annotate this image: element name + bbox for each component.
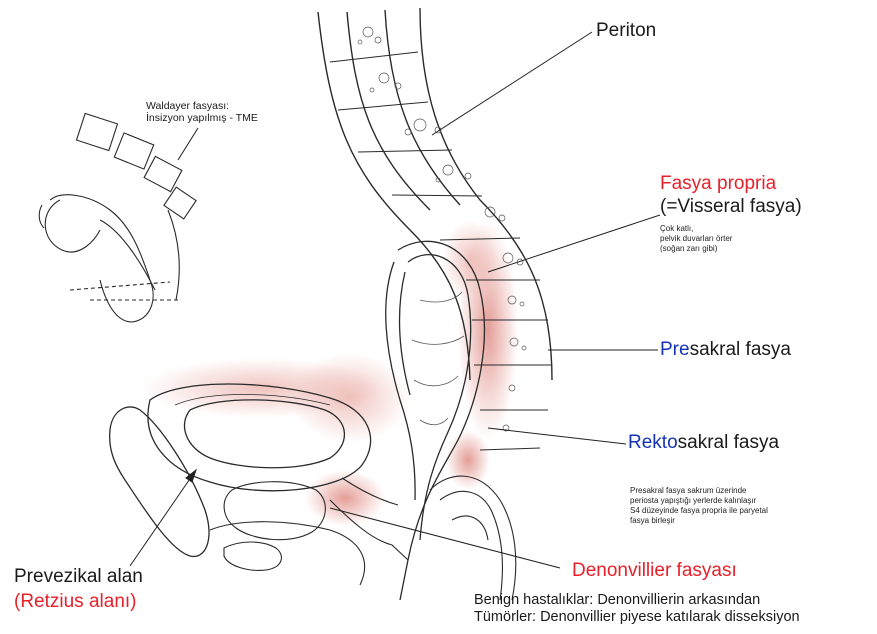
presakral-note: Presakral fasya sakrum üzerinde periosta…: [630, 486, 768, 526]
rekto-label-rest: sakral fasya: [678, 432, 779, 453]
fasya-propria-block: Fasya propria (=Visseral fasya) Çok katl…: [660, 173, 802, 254]
presakral-label-blue: Pre: [660, 339, 690, 360]
periton-label: Periton: [596, 20, 656, 42]
fasya-propria-subtitle: (=Visseral fasya): [660, 196, 802, 218]
inset-pelvis-sketch: [39, 113, 196, 322]
prevezikal-label: Prevezikal alan: [14, 566, 143, 588]
denonvillier-notes: Benign hastalıklar: Denonvillierin arkas…: [474, 592, 800, 626]
fasya-propria-note-line: pelvik duvarları örter: [660, 234, 802, 244]
fasya-propria-note-line: Çok katlı,: [660, 224, 802, 234]
rekto-label-blue: Rekto: [628, 432, 678, 453]
presakral-fasya-label: Presakral fasya: [660, 339, 791, 361]
pubic-bone: [110, 407, 209, 557]
retzius-label: (Retzius alanı): [14, 591, 143, 613]
waldayer-note: Waldayer fasyası: İnsizyon yapılmış - TM…: [146, 100, 258, 124]
fascia-shading: [142, 220, 518, 526]
waldayer-note-line2: İnsizyon yapılmış - TME: [146, 112, 258, 124]
denonvillier-note-line2: Tümörler: Denonvillier piyese katılarak …: [474, 609, 800, 626]
fasya-propria-note-line: (soğan zarı gibi): [660, 244, 802, 254]
presakral-note-line: fasya birleşir: [630, 516, 768, 526]
prevezikal-block: Prevezikal alan (Retzius alanı): [14, 566, 143, 613]
presakral-note-line: Presakral fasya sakrum üzerinde: [630, 486, 768, 496]
denonvillier-title: Denonvillier fasyası: [572, 560, 737, 582]
presakral-label-rest: sakral fasya: [690, 339, 791, 360]
presakral-note-line: periosta yapıştığı yerlerde kalınlaşır: [630, 496, 768, 506]
waldayer-note-line1: Waldayer fasyası:: [146, 100, 258, 112]
denonvillier-note-line1: Benign hastalıklar: Denonvillierin arkas…: [474, 592, 800, 609]
fasya-propria-note: Çok katlı, pelvik duvarları örter (soğan…: [660, 224, 802, 254]
rektosakral-fasya-label: Rektosakral fasya: [628, 432, 779, 454]
presakral-note-line: S4 düzeyinde fasya propria ile paryetal: [630, 506, 768, 516]
fasya-propria-title: Fasya propria: [660, 173, 802, 195]
